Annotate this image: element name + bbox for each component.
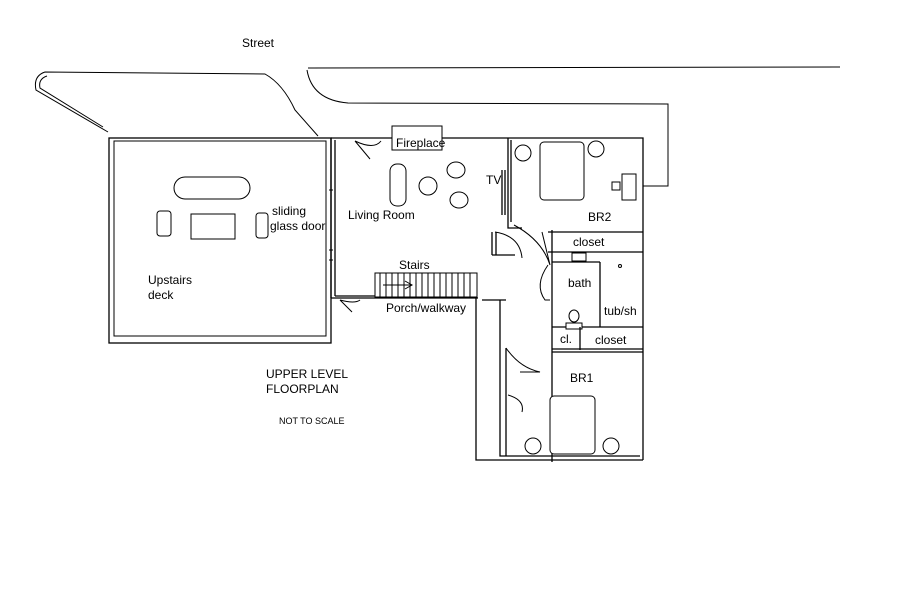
side-table (418, 176, 438, 196)
bath-sink (571, 252, 587, 262)
plan-title-line1: UPPER LEVEL (266, 367, 348, 381)
cl-label: cl. (560, 332, 572, 346)
stairs-arrow (383, 280, 414, 290)
toilet-tank (565, 322, 583, 330)
porch-walkway-label: Porch/walkway (386, 301, 466, 315)
br2-bed (539, 141, 585, 201)
br2-nightstand-left (514, 144, 532, 162)
br1-door-swing (505, 347, 541, 373)
street-label: Street (242, 36, 275, 50)
bath-door-swing (539, 264, 550, 301)
br1-bed (549, 395, 596, 455)
plan-title-line2: FLOORPLAN (266, 382, 339, 396)
bedroom-2 (507, 138, 643, 266)
sliding-door-label-1: sliding (272, 204, 306, 218)
stairs-label: Stairs (399, 258, 430, 272)
tub-shower-label: tub/sh (604, 304, 637, 318)
closet-lower-label: closet (595, 333, 627, 347)
upstairs-deck (108, 137, 332, 344)
fireplace-label: Fireplace (396, 136, 446, 150)
br1-nightstand-right (602, 437, 620, 455)
upstairs-deck-label-1: Upstairs (148, 273, 192, 287)
deck-table-long (173, 176, 251, 200)
deck-chair-left (156, 210, 172, 237)
deck-table (190, 213, 236, 240)
living-room-label: Living Room (348, 208, 415, 222)
tub-drain (618, 264, 622, 268)
tv-label: TV (486, 173, 501, 187)
not-to-scale-label: NOT TO SCALE (279, 416, 345, 426)
bedroom-1 (505, 347, 620, 456)
porch-door-swing (339, 299, 361, 313)
br1-label: BR1 (570, 371, 594, 385)
stairs (374, 272, 478, 298)
sofa (389, 163, 407, 207)
br2-chair (611, 181, 621, 191)
hall-door-swing (494, 231, 523, 259)
deck-chair-right (255, 212, 269, 239)
br2-nightstand-right (587, 140, 605, 158)
upstairs-deck-label-2: deck (148, 288, 174, 302)
street-lines (34, 66, 841, 187)
fireplace (391, 125, 443, 151)
living-room-furniture (389, 161, 506, 215)
chair-1 (446, 161, 466, 179)
closet-upper-label: closet (573, 235, 605, 249)
br2-door-swing (513, 224, 551, 266)
tv-wall (501, 170, 506, 215)
chair-2 (449, 191, 469, 209)
toilet-bowl (568, 309, 580, 323)
bath-label: bath (568, 276, 591, 290)
br1-nightstand-left (524, 437, 542, 455)
br2-desk (621, 173, 637, 201)
living-room-door (354, 140, 382, 160)
sliding-door-ticks (329, 189, 333, 261)
br2-label: BR2 (588, 210, 612, 224)
sliding-door-label-2: glass door (270, 219, 325, 233)
br1-door-2-swing (507, 394, 523, 413)
